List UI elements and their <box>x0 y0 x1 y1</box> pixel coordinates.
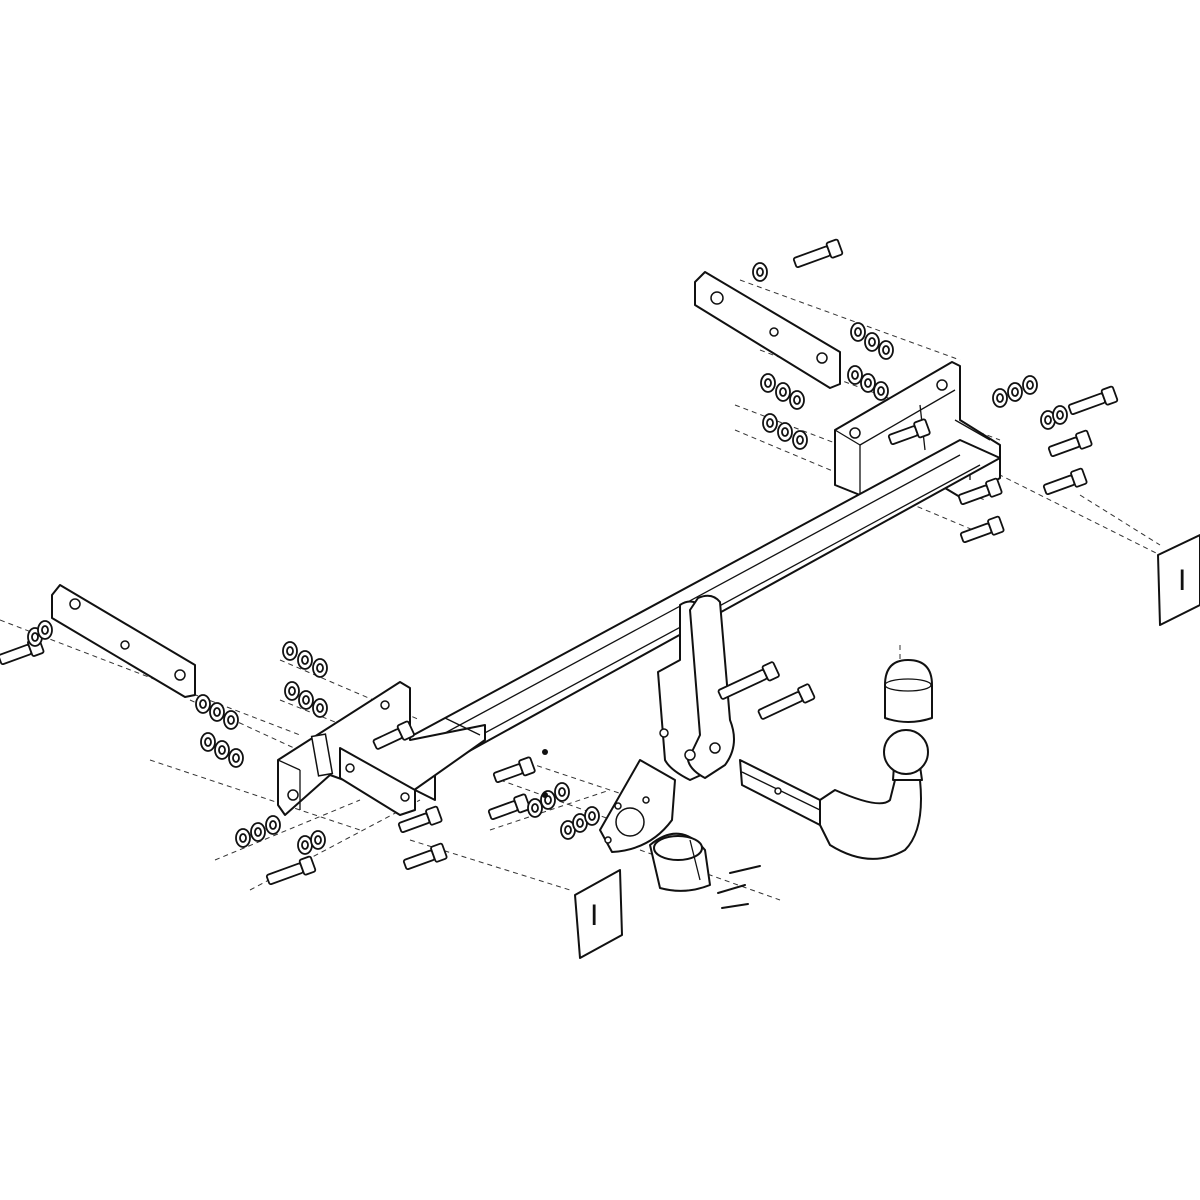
nut-washer <box>228 748 244 768</box>
nut-washer <box>214 740 230 760</box>
nut-washer <box>789 390 805 410</box>
assembly-guide-lines <box>0 279 1161 901</box>
nut-washer <box>282 641 298 661</box>
nut-washer <box>298 690 314 710</box>
nut-washer <box>527 798 543 818</box>
reference-marker-center: I <box>574 869 623 959</box>
right-spacer-plate <box>694 271 841 389</box>
nut-washer <box>850 322 866 342</box>
nut-washer <box>297 835 313 855</box>
nut-washer <box>284 681 300 701</box>
bolt-set <box>0 238 1119 886</box>
nut-washer <box>1052 405 1068 425</box>
detachable-tow-ball <box>739 729 929 860</box>
nut-washer <box>235 828 251 848</box>
nut-washer <box>200 732 216 752</box>
marker-label-right: I <box>1178 564 1186 597</box>
bolt <box>957 477 1003 506</box>
nut-washer <box>250 822 266 842</box>
nut-washer <box>878 340 894 360</box>
nut-washer <box>1022 375 1038 395</box>
nut-washer <box>37 620 53 640</box>
ball-cover <box>884 659 933 723</box>
nut-washer <box>310 830 326 850</box>
left-side-bracket <box>277 681 486 816</box>
nut-washer <box>860 373 876 393</box>
bolt <box>487 793 531 821</box>
left-spacer-plate <box>51 584 196 698</box>
nut-washer <box>752 262 768 282</box>
nut-washer <box>873 381 889 401</box>
hitch-mount-bracket <box>657 594 735 781</box>
bolt <box>372 720 415 750</box>
bolt <box>757 683 816 720</box>
bolt <box>887 418 931 446</box>
nut-washer <box>847 365 863 385</box>
nut-washer <box>762 413 778 433</box>
nut-washer <box>209 702 225 722</box>
small-screws <box>542 749 761 909</box>
nut-washer <box>297 650 313 670</box>
bolt <box>492 756 536 784</box>
bolt <box>402 842 448 871</box>
nut-washer <box>760 373 776 393</box>
marker-label-center: I <box>590 899 598 932</box>
nut-washer <box>554 782 570 802</box>
nut-washer <box>195 694 211 714</box>
electrical-socket <box>649 832 711 892</box>
nut-washer <box>223 710 239 730</box>
nut-washer <box>1007 382 1023 402</box>
nut-washer <box>777 422 793 442</box>
reference-marker-right: I <box>1157 534 1200 626</box>
nut-washer-set <box>27 262 1068 855</box>
bolt <box>792 238 844 269</box>
nut-washer <box>992 388 1008 408</box>
bolt <box>1047 429 1093 458</box>
bolt <box>265 855 317 886</box>
nut-washer <box>775 382 791 402</box>
bolt <box>397 805 443 834</box>
socket-bracket <box>599 759 676 853</box>
nut-washer <box>792 430 808 450</box>
bolt <box>717 661 780 700</box>
nut-washer <box>265 815 281 835</box>
nut-washer <box>560 820 576 840</box>
nut-washer <box>864 332 880 352</box>
nut-washer <box>1040 410 1056 430</box>
bolt <box>1042 467 1088 496</box>
bolt <box>1067 385 1119 416</box>
nut-washer <box>312 658 328 678</box>
bolt <box>959 515 1005 544</box>
nut-washer <box>312 698 328 718</box>
nut-washer <box>584 806 600 826</box>
